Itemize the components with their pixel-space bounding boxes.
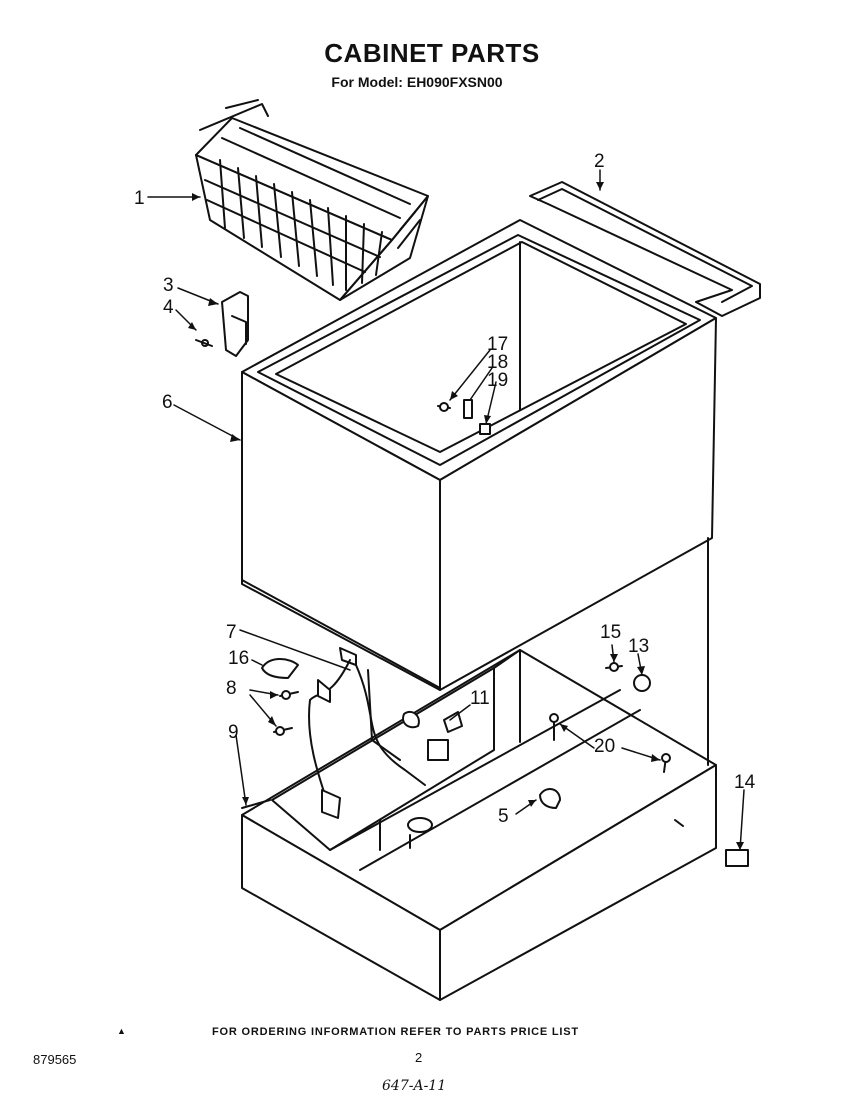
- cabinet-body: [241, 219, 717, 691]
- callout-1: 1: [134, 188, 145, 209]
- triangle-marker: ▲: [117, 1026, 126, 1036]
- base-pan: [241, 649, 717, 1001]
- callout-8: 8: [226, 678, 237, 699]
- callout-16: 16: [228, 648, 249, 669]
- callout-20: 20: [594, 736, 615, 757]
- gasket-strip: [529, 181, 761, 317]
- wire-basket: [195, 99, 429, 301]
- callout-6: 6: [162, 392, 173, 413]
- inner-fasteners: [437, 399, 491, 435]
- document-number: 879565: [33, 1052, 77, 1067]
- leader-arrowheads: [188, 182, 744, 850]
- callout-15: 15: [600, 622, 621, 643]
- callout-4: 4: [163, 297, 174, 318]
- page-number: 2: [415, 1050, 423, 1065]
- switch-bracket: [427, 711, 463, 761]
- ordering-note: FOR ORDERING INFORMATION REFER TO PARTS …: [212, 1026, 579, 1038]
- callout-9: 9: [228, 722, 239, 743]
- wiring-harness: [261, 647, 426, 819]
- callout-18: 18: [487, 352, 508, 373]
- page-title: CABINET PARTS: [324, 38, 540, 68]
- callout-3: 3: [163, 275, 174, 296]
- callout-13: 13: [628, 636, 649, 657]
- callout-17: 17: [487, 334, 508, 355]
- hinge-bracket: [195, 291, 249, 357]
- callout-19: 19: [487, 370, 508, 391]
- callout-2: 2: [594, 151, 605, 172]
- model-subtitle: For Model: EH090FXSN00: [331, 74, 503, 90]
- callout-11: 11: [470, 688, 490, 709]
- callout-14: 14: [734, 772, 756, 793]
- callout-5: 5: [498, 806, 509, 827]
- callout-7: 7: [226, 622, 237, 643]
- leader-lines: [147, 169, 745, 851]
- right-hardware: [539, 537, 749, 867]
- handwritten-code: 647-A-11: [382, 1078, 447, 1094]
